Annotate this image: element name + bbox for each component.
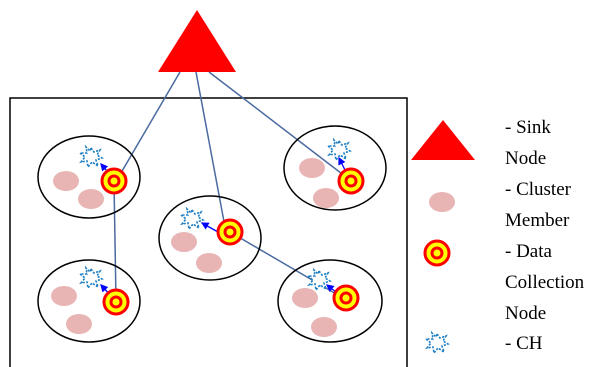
link-sink-to-cluster-1 <box>117 71 181 179</box>
legend: - Sink Node - Cluster Member - Data Coll… <box>411 117 585 354</box>
data-collection-node <box>332 284 360 312</box>
data-collection-node <box>102 288 130 316</box>
legend-sink-label-line1: - Sink <box>505 117 551 138</box>
cluster-5 <box>158 195 262 281</box>
cluster-member <box>311 317 337 337</box>
cluster-4 <box>277 259 383 343</box>
cluster-boundary <box>283 125 387 211</box>
data-collection-node <box>216 218 244 246</box>
link-sink-to-cluster-3 <box>208 71 351 181</box>
legend-member-label-line1: - Cluster <box>505 179 572 200</box>
sink-node <box>158 10 236 72</box>
cluster-member <box>196 253 222 273</box>
cluster-member <box>171 232 197 252</box>
cluster-member <box>292 288 318 308</box>
cluster-1 <box>37 135 141 219</box>
cluster-boundary <box>37 259 141 343</box>
field-boundary <box>9 97 408 367</box>
cluster-head <box>79 267 103 289</box>
ch-arrow <box>200 222 219 233</box>
legend-dcn-label-line3: Node <box>505 303 546 324</box>
legend-ch-label-line1: - CH <box>505 333 543 354</box>
cluster-member <box>313 188 339 208</box>
starburst-icon <box>425 332 449 354</box>
link-sink-to-cluster-5 <box>195 71 226 228</box>
target-ring-icon <box>423 239 451 267</box>
cluster-member <box>66 314 92 334</box>
cluster-head <box>180 208 204 230</box>
cluster-boundary <box>158 195 262 281</box>
legend-member-label-line2: Member <box>505 210 570 231</box>
data-collection-node <box>337 167 365 195</box>
ellipse-icon <box>429 192 455 212</box>
cluster-2 <box>37 259 141 343</box>
link-cluster-1-to-cluster-2 <box>113 181 117 301</box>
cluster-boundary <box>37 135 141 219</box>
legend-sink-label-line2: Node <box>505 148 546 169</box>
cluster-head <box>79 146 103 168</box>
links <box>113 71 351 301</box>
legend-dcn-label-line1: - Data <box>505 241 553 262</box>
triangle-icon <box>411 120 475 160</box>
cluster-member <box>53 171 79 191</box>
cluster-head <box>327 139 351 161</box>
cluster-member <box>299 158 325 178</box>
data-collection-node <box>100 167 128 195</box>
cluster-boundary <box>277 259 383 343</box>
cluster-member <box>78 189 104 209</box>
legend-dcn-label-line2: Collection <box>505 272 585 293</box>
cluster-3 <box>283 125 387 211</box>
cluster-member <box>51 286 77 306</box>
